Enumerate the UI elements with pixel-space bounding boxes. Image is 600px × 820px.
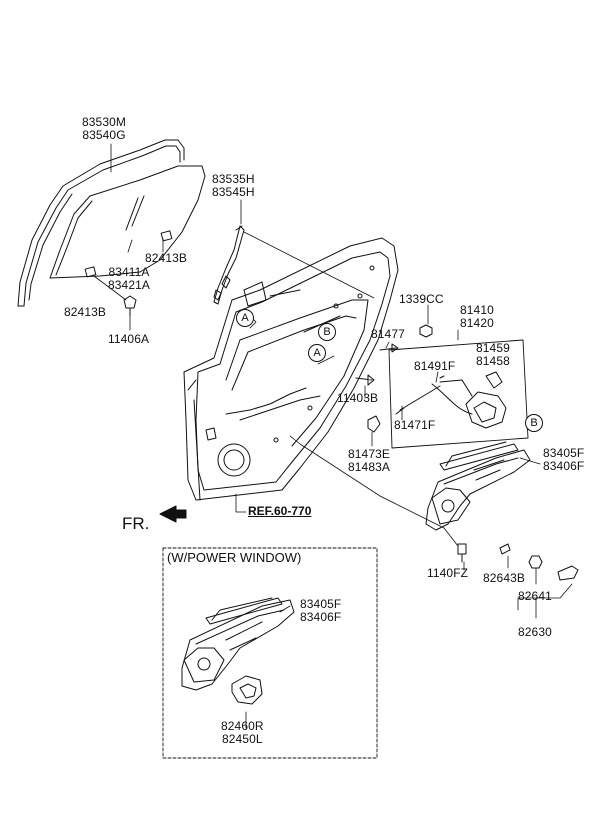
latch-module-box [388, 339, 529, 449]
label-bolt-11403: 11403B [337, 391, 379, 405]
label-handle: 82630 [518, 625, 552, 639]
label-bolt-81477: 81477 [371, 327, 405, 341]
door-glass [49, 165, 206, 279]
callout-a-panel: A [236, 309, 254, 327]
leader-lines [93, 143, 573, 729]
power-window-title: (W/POWER WINDOW) [167, 550, 302, 565]
label-bolt-1140: 1140FZ [427, 566, 469, 580]
latch-assembly [395, 371, 507, 429]
label-bolt-glass: 11406A [108, 332, 150, 346]
callout-a-inner: A [308, 344, 326, 362]
power-window-box-frame [162, 547, 378, 759]
callout-b-inner: B [318, 323, 336, 341]
glass-clips [84, 230, 173, 317]
direction-arrow [159, 505, 187, 523]
power-window-regulator [181, 597, 295, 691]
door-inner-panel [183, 237, 399, 501]
handle-parts [457, 543, 579, 581]
window-regulator [425, 441, 531, 531]
label-cable: 81491F [414, 359, 456, 373]
fasteners [355, 324, 433, 433]
direction-label: FR. [122, 514, 150, 533]
reference-label: REF.60-770 [248, 504, 312, 518]
label-handle-part: 82641 [518, 589, 552, 603]
label-rod: 81471F [394, 418, 436, 432]
channel-bracket [213, 225, 245, 305]
label-grommet: 82643B [483, 571, 525, 585]
label-nut-1339: 1339CC [399, 292, 444, 306]
label-clip-left: 82413B [64, 305, 106, 319]
label-clip-right: 82413B [145, 251, 187, 265]
glass-run-channel [17, 139, 185, 307]
window-motor [231, 675, 263, 705]
callout-b-latch: B [525, 414, 543, 432]
